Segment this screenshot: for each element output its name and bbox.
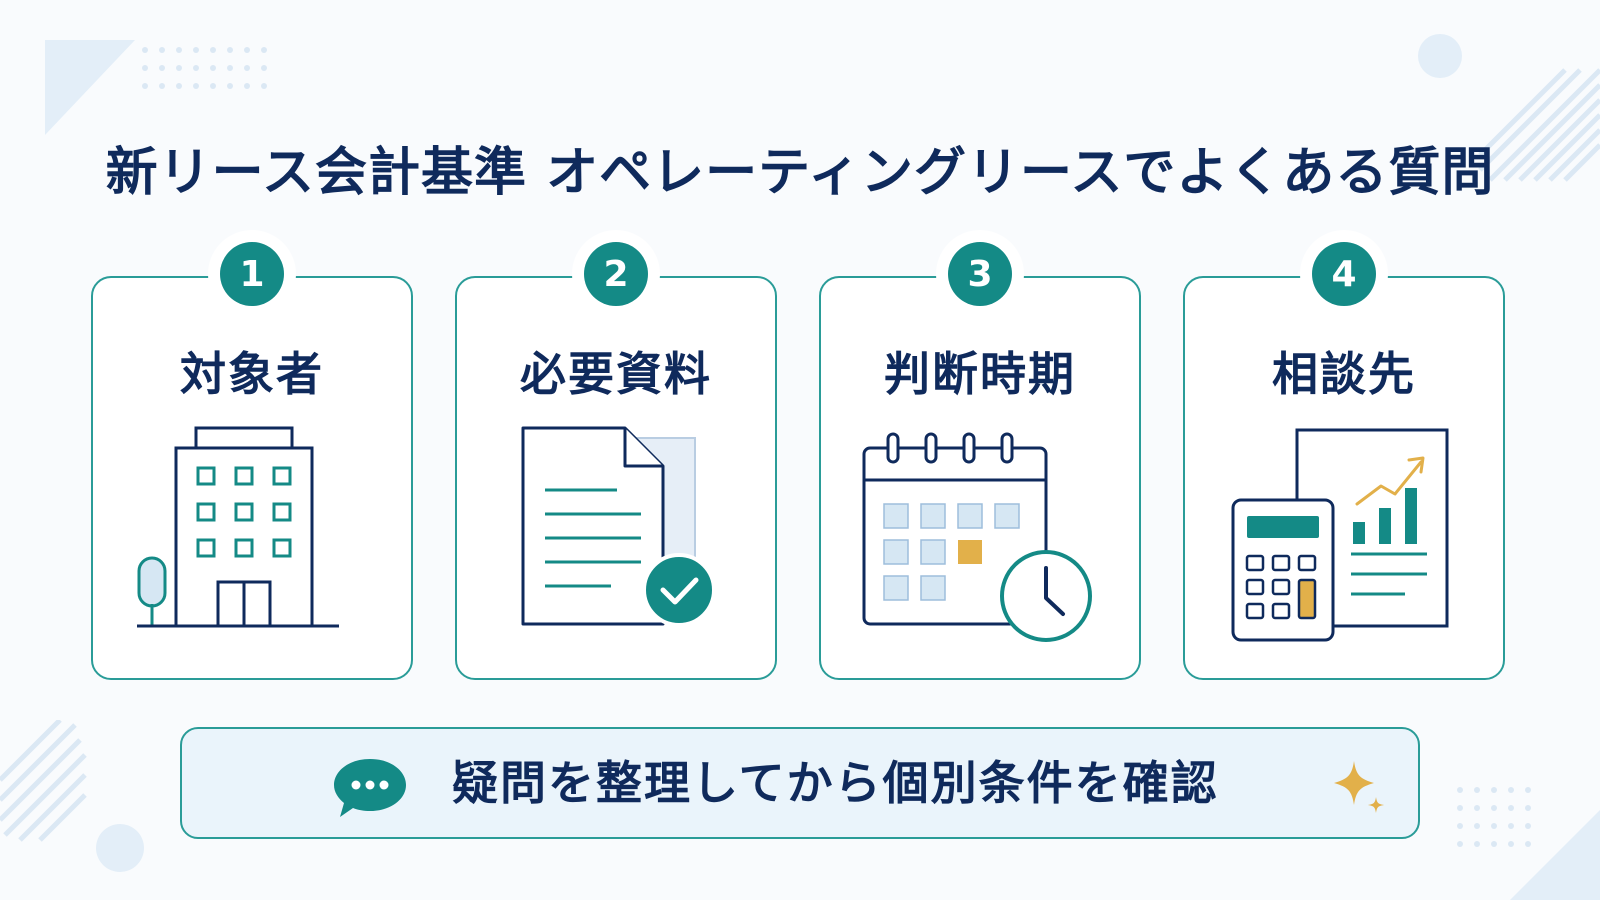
calculator-chart-icon <box>1231 428 1449 642</box>
summary-banner: 疑問を整理してから個別条件を確認 <box>180 727 1420 839</box>
sparkle-icon <box>1334 761 1384 813</box>
document-check-icon <box>521 426 716 627</box>
decor-top-right <box>1418 34 1600 182</box>
decor-bottom-left <box>0 720 144 872</box>
card-label: 判断時期 <box>884 347 1076 401</box>
card-decision-timing: 3 判断時期 <box>819 242 1141 680</box>
chat-bubble-icon <box>334 759 406 817</box>
card-number-badge: 4 <box>1312 242 1376 306</box>
decor-top-left <box>45 40 267 135</box>
decor-bottom-right <box>1457 787 1600 900</box>
card-required-documents: 2 必要資料 <box>455 242 777 680</box>
card-label: 対象者 <box>180 347 324 401</box>
card-target-audience: 1 対象者 <box>91 242 413 680</box>
card-number-badge: 1 <box>220 242 284 306</box>
calendar-clock-icon <box>862 432 1092 642</box>
card-label: 相談先 <box>1272 347 1416 401</box>
page-title: 新リース会計基準 オペレーティングリースでよくある質問 <box>105 143 1495 203</box>
office-building-icon <box>137 426 339 628</box>
card-consultation: 4 相談先 <box>1183 242 1505 680</box>
card-number-badge: 3 <box>948 242 1012 306</box>
card-label: 必要資料 <box>520 347 712 401</box>
card-number-badge: 2 <box>584 242 648 306</box>
banner-text: 疑問を整理してから個別条件を確認 <box>452 756 1219 810</box>
